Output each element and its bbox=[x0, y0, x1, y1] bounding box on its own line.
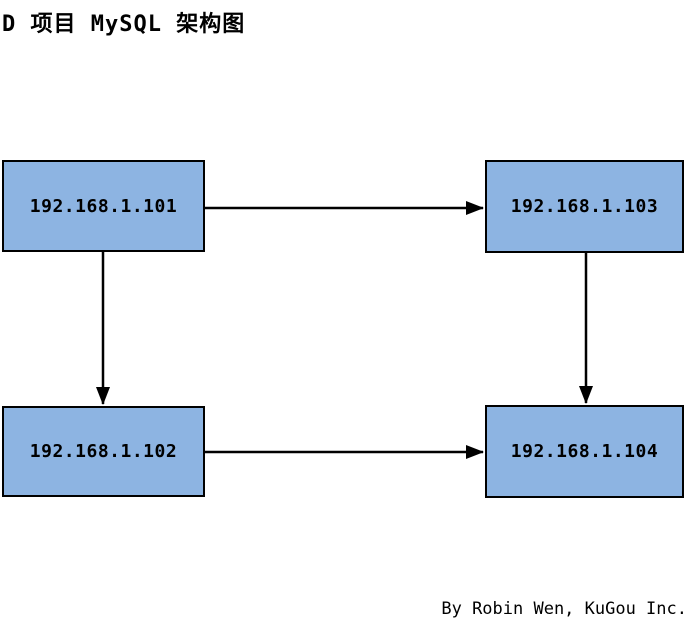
credit-text: By Robin Wen, KuGou Inc. bbox=[441, 599, 687, 619]
node-label: 192.168.1.101 bbox=[29, 195, 178, 217]
node-label: 192.168.1.104 bbox=[510, 441, 659, 462]
node-192-168-1-101: 192.168.1.101 bbox=[2, 160, 205, 252]
node-192-168-1-102: 192.168.1.102 bbox=[2, 406, 205, 497]
node-192-168-1-104: 192.168.1.104 bbox=[485, 405, 684, 498]
node-192-168-1-103: 192.168.1.103 bbox=[485, 160, 684, 253]
node-label: 192.168.1.103 bbox=[510, 196, 659, 217]
diagram-title: D 项目 MySQL 架构图 bbox=[2, 12, 246, 37]
node-label: 192.168.1.102 bbox=[29, 441, 178, 462]
